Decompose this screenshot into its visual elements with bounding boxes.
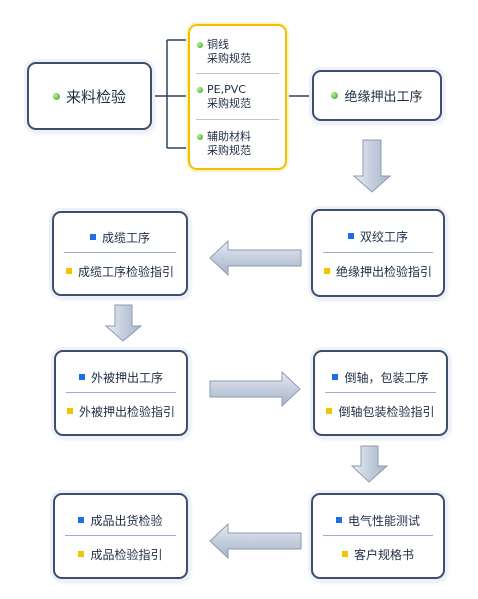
twist-process-label: 双绞工序 bbox=[359, 229, 408, 244]
yellow-bullet-icon bbox=[65, 268, 72, 274]
spec-item-pe-pvc: PE,PVC 采购规范 bbox=[197, 83, 281, 111]
twist-process: 双绞工序 bbox=[313, 224, 443, 248]
yellow-bullet-icon bbox=[78, 551, 85, 557]
shipment-process: 成品出货检验 bbox=[55, 508, 186, 532]
cabling-box: 成缆工序 成缆工序检验指引 bbox=[52, 211, 188, 296]
electrical-guide-label: 客户规格书 bbox=[353, 547, 414, 562]
spec-item-copper: 铜线 采购规范 bbox=[197, 38, 281, 66]
yellow-bullet-icon bbox=[323, 268, 330, 274]
arrow-left-1 bbox=[209, 239, 302, 277]
spec-divider bbox=[196, 73, 279, 74]
twist-guide: 绝缘押出检验指引 bbox=[313, 259, 443, 283]
arrow-down-1 bbox=[352, 139, 392, 193]
reel-process: 倒轴，包装工序 bbox=[315, 365, 446, 389]
box-divider bbox=[325, 392, 436, 393]
spec-label-pe-pvc: PE,PVC 采购规范 bbox=[207, 83, 251, 110]
jacket-guide: 外被押出检验指引 bbox=[56, 399, 186, 423]
yellow-bullet-icon bbox=[341, 551, 348, 557]
spec-label-auxiliary: 辅助材料 采购规范 bbox=[207, 130, 251, 157]
spec-bracket-lines bbox=[152, 39, 312, 149]
box-divider bbox=[323, 252, 433, 253]
shipment-guide-label: 成品检验指引 bbox=[90, 547, 163, 562]
reel-process-label: 倒轴，包装工序 bbox=[344, 370, 429, 385]
arrow-right-1 bbox=[209, 370, 301, 408]
electrical-guide: 客户规格书 bbox=[313, 542, 443, 566]
shipment-inspection-box: 成品出货检验 成品检验指引 bbox=[53, 493, 188, 579]
electrical-test-box: 电气性能测试 客户规格书 bbox=[311, 493, 445, 579]
electrical-process: 电气性能测试 bbox=[313, 508, 443, 532]
box-divider bbox=[323, 535, 433, 536]
insulation-extrusion-box: 绝缘押出工序 bbox=[312, 70, 442, 121]
purchase-specs-box: 铜线 采购规范 PE,PVC 采购规范 辅助材料 采购规范 bbox=[188, 24, 287, 170]
spec-item-auxiliary: 辅助材料 采购规范 bbox=[197, 130, 281, 158]
incoming-inspection-box: 来料检验 bbox=[27, 62, 152, 130]
green-bullet-icon bbox=[197, 87, 203, 93]
green-bullet-icon bbox=[197, 42, 203, 48]
electrical-process-label: 电气性能测试 bbox=[347, 513, 420, 528]
cabling-guide-label: 成缆工序检验指引 bbox=[77, 264, 174, 279]
jacket-process-label: 外被押出工序 bbox=[90, 370, 163, 385]
yellow-bullet-icon bbox=[326, 408, 333, 414]
box-divider bbox=[64, 252, 176, 253]
arrow-down-3 bbox=[350, 445, 389, 483]
jacket-extrusion-box: 外被押出工序 外被押出检验指引 bbox=[54, 350, 188, 436]
green-bullet-icon bbox=[197, 134, 203, 140]
green-bullet-icon bbox=[52, 92, 60, 100]
blue-bullet-icon bbox=[347, 233, 354, 239]
blue-bullet-icon bbox=[78, 374, 85, 380]
jacket-guide-label: 外被押出检验指引 bbox=[78, 404, 175, 419]
shipment-guide: 成品检验指引 bbox=[55, 542, 186, 566]
blue-bullet-icon bbox=[335, 517, 342, 523]
box-divider bbox=[65, 535, 176, 536]
cabling-guide: 成缆工序检验指引 bbox=[54, 259, 186, 283]
blue-bullet-icon bbox=[78, 517, 85, 523]
twist-guide-label: 绝缘押出检验指引 bbox=[335, 264, 432, 279]
incoming-inspection-label: 来料检验 bbox=[65, 87, 126, 106]
twist-box: 双绞工序 绝缘押出检验指引 bbox=[311, 209, 445, 297]
green-bullet-icon bbox=[331, 92, 339, 99]
blue-bullet-icon bbox=[89, 234, 96, 240]
yellow-bullet-icon bbox=[66, 408, 73, 414]
spec-label-copper: 铜线 采购规范 bbox=[207, 38, 251, 65]
box-divider bbox=[66, 392, 176, 393]
reel-guide-label: 倒轴包装检验指引 bbox=[338, 404, 435, 419]
insulation-extrusion-label: 绝缘押出工序 bbox=[344, 90, 423, 105]
reel-packaging-box: 倒轴，包装工序 倒轴包装检验指引 bbox=[313, 350, 448, 436]
blue-bullet-icon bbox=[332, 374, 339, 380]
cabling-process: 成缆工序 bbox=[54, 225, 186, 249]
shipment-process-label: 成品出货检验 bbox=[90, 513, 163, 528]
spec-divider bbox=[196, 119, 279, 120]
jacket-process: 外被押出工序 bbox=[56, 365, 186, 389]
arrow-left-2 bbox=[209, 522, 302, 560]
cabling-process-label: 成缆工序 bbox=[101, 230, 150, 245]
reel-guide: 倒轴包装检验指引 bbox=[315, 399, 446, 423]
arrow-down-2 bbox=[104, 304, 143, 342]
